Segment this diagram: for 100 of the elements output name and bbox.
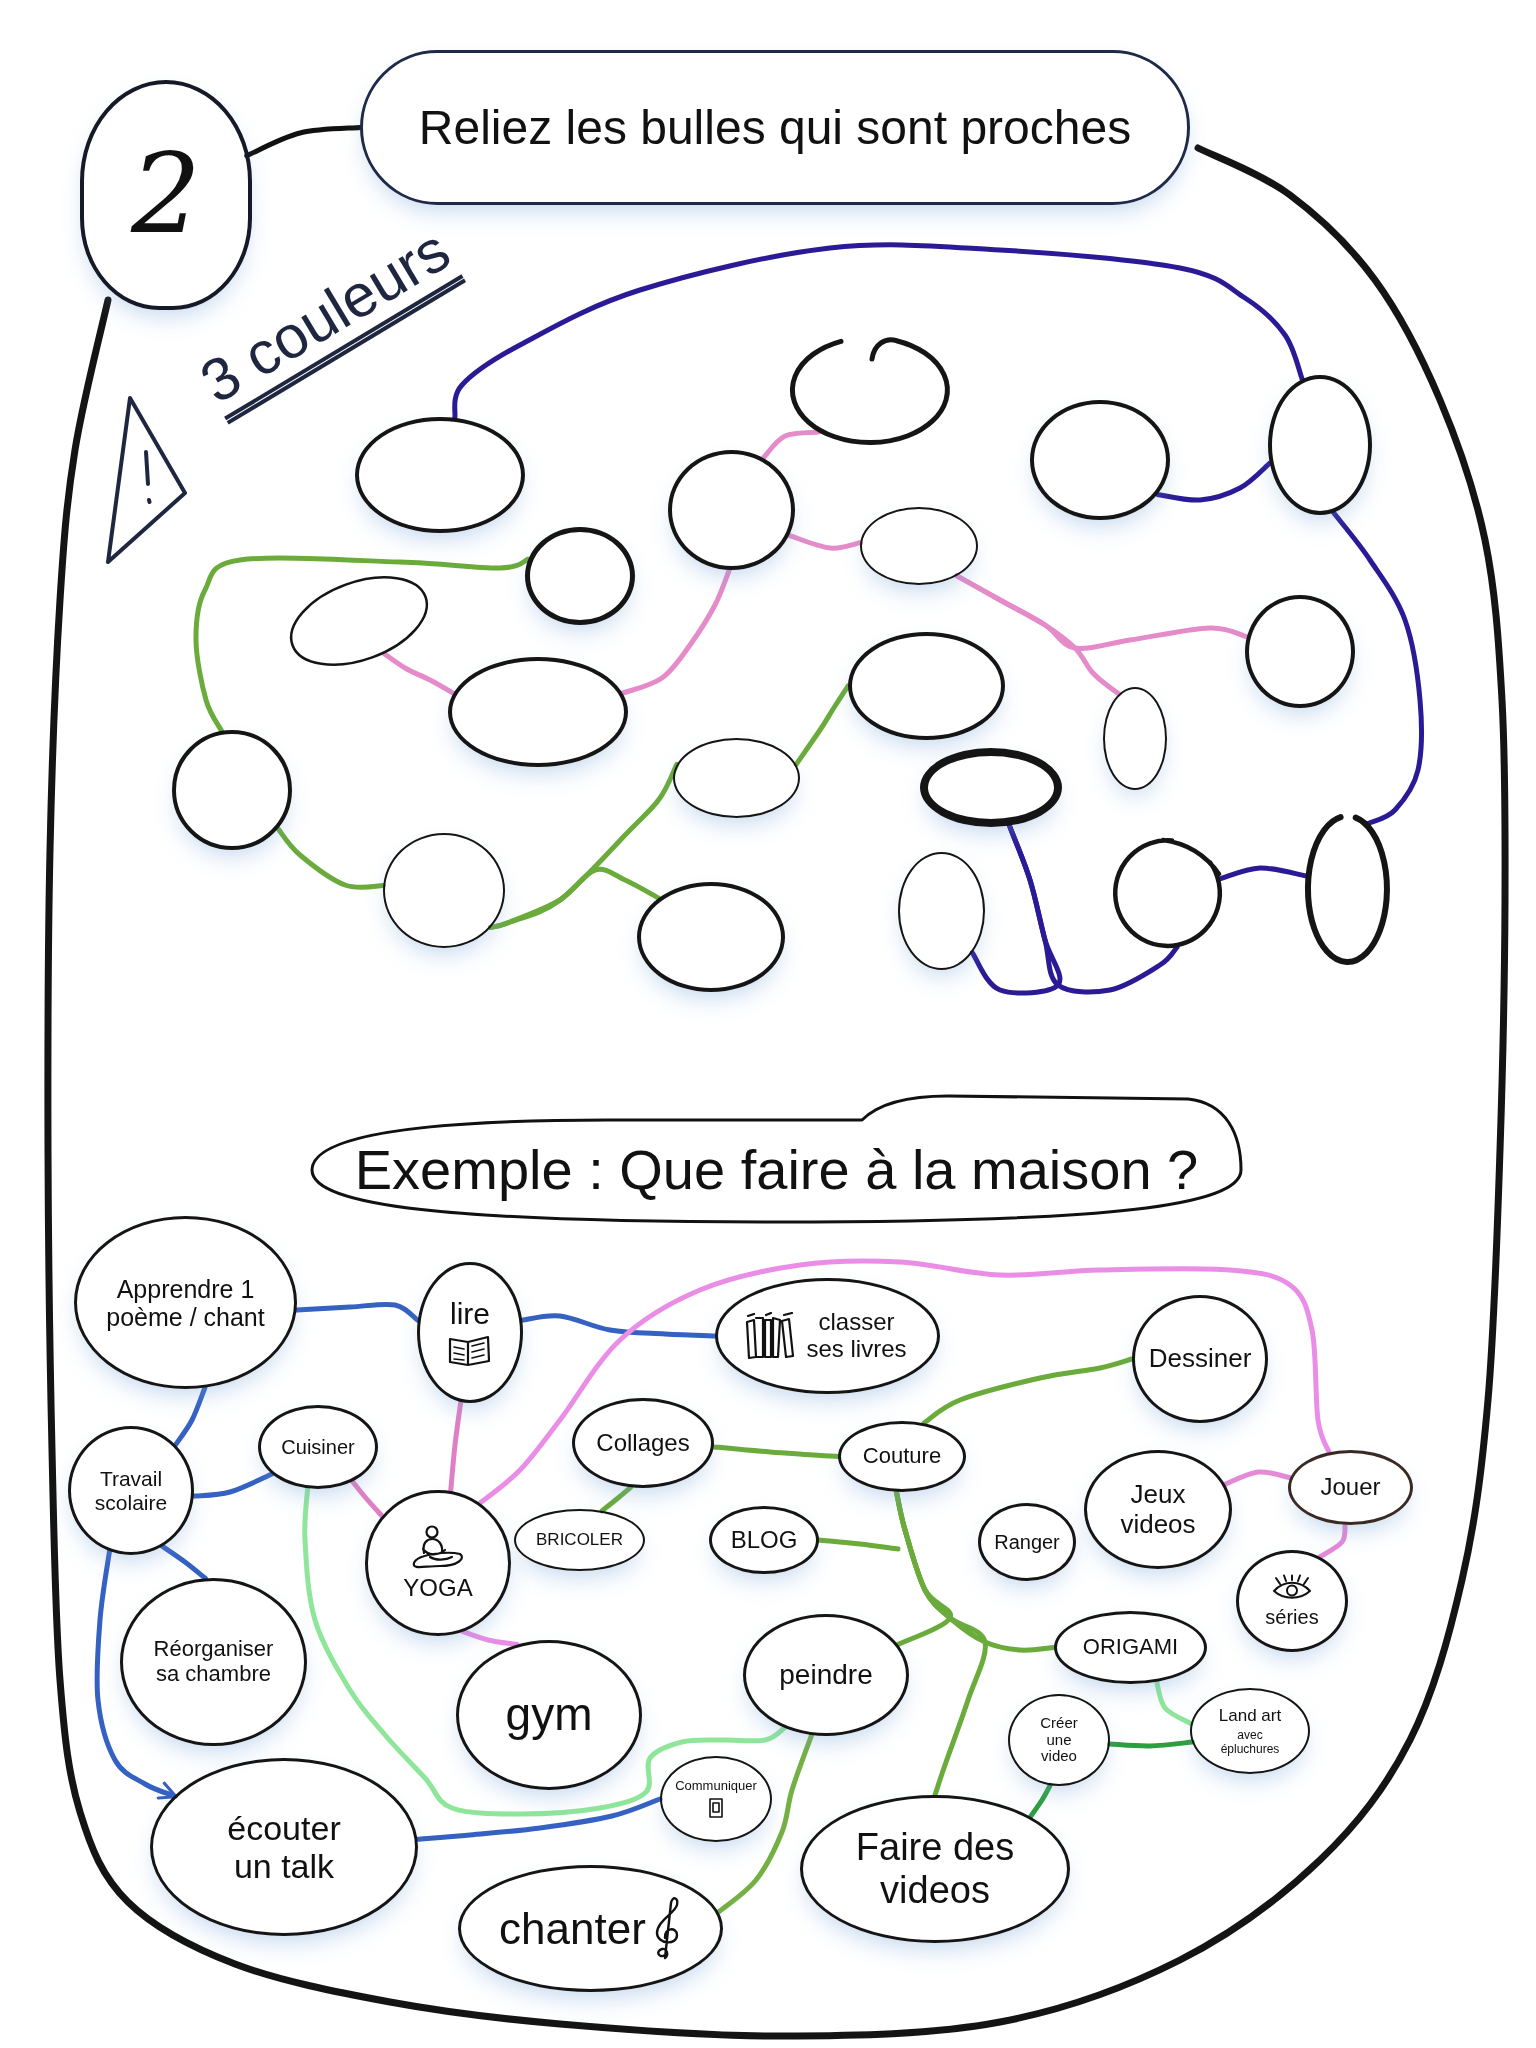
activity-label: Apprendre 1 poème / chant <box>105 1274 266 1331</box>
activity-label: Jouer <box>1320 1474 1381 1501</box>
idea-bubble <box>800 1795 1070 1943</box>
instruction-bubble <box>360 50 1190 205</box>
connector-line <box>786 532 863 551</box>
connector-line <box>1317 1522 1348 1560</box>
activity-label: Ranger <box>994 1530 1060 1554</box>
connector-line <box>275 826 386 890</box>
connector-line <box>1154 1679 1194 1726</box>
empty-bubble <box>1245 595 1355 708</box>
activity-label: séries <box>1265 1605 1319 1629</box>
connector-line <box>816 1537 901 1552</box>
arrow <box>94 1548 178 1800</box>
idea-bubble <box>709 1506 819 1574</box>
connector-line <box>1154 460 1273 503</box>
connector-line <box>1028 1782 1053 1820</box>
connector-line <box>488 866 662 930</box>
activity-label: BLOG <box>730 1526 798 1554</box>
connector-line <box>191 1471 275 1499</box>
activity-label: avec épluchures <box>1219 1729 1281 1756</box>
empty-bubble <box>1030 400 1170 520</box>
instruction-text: Reliez les bulles qui sont proches <box>418 100 1132 155</box>
empty-bubble <box>525 527 635 625</box>
empty-bubble <box>1103 687 1167 790</box>
connector-line <box>1107 1739 1195 1749</box>
connector-line <box>599 1484 634 1514</box>
empty-bubble <box>637 882 785 992</box>
connector-line <box>1222 1469 1293 1487</box>
idea-bubble <box>660 1756 772 1842</box>
connector-line <box>477 1258 1332 1506</box>
idea-bubble <box>456 1640 642 1790</box>
activity-label: BRICOLER <box>536 1530 623 1550</box>
activity-label: Faire des videos <box>854 1826 1016 1912</box>
empty-bubble <box>289 575 429 667</box>
connector-line <box>793 683 851 767</box>
connector-line <box>294 1301 421 1323</box>
connector-line <box>415 1796 663 1842</box>
activity-label: YOGA <box>403 1574 473 1602</box>
empty-bubble <box>172 730 292 850</box>
idea-bubble <box>1084 1450 1232 1569</box>
idea-bubble <box>417 1262 523 1403</box>
empty-bubble <box>860 507 978 585</box>
connector-line <box>620 567 732 696</box>
idea-bubble <box>1008 1694 1110 1786</box>
connector-line <box>760 429 822 461</box>
connector-line <box>921 1356 1135 1426</box>
empty-bubble <box>383 833 505 948</box>
activity-label: Land art <box>1218 1706 1282 1726</box>
step-number: 2 <box>131 133 201 257</box>
idea-bubble <box>74 1216 297 1389</box>
empty-bubble <box>898 852 985 970</box>
idea-bubble <box>365 1490 511 1636</box>
activity-label: écouter un talk <box>226 1808 342 1886</box>
idea-bubble <box>150 1758 418 1936</box>
connector-line <box>519 1313 718 1339</box>
connector-line <box>1331 510 1424 826</box>
empty-bubble <box>448 657 628 767</box>
idea-bubble <box>743 1614 909 1736</box>
idea-bubble <box>1190 1688 1310 1774</box>
empty-bubble <box>920 748 1062 827</box>
connector-line <box>893 1489 1057 1653</box>
idea-bubble <box>1288 1450 1413 1525</box>
activity-label: chanter <box>499 1903 646 1954</box>
connector-line <box>716 1732 815 1915</box>
activity-label: lire <box>450 1296 490 1331</box>
empty-bubble <box>668 450 795 570</box>
idea-bubble <box>514 1509 645 1571</box>
connector-line <box>349 1478 385 1519</box>
idea-bubble <box>715 1278 940 1394</box>
empty-bubble <box>673 738 800 818</box>
empty-bubble <box>790 335 950 445</box>
activity-label: Couture <box>862 1444 942 1469</box>
connector-line <box>448 1399 464 1494</box>
idea-bubble <box>1132 1295 1268 1423</box>
activity-label: Créer une video <box>1039 1714 1079 1766</box>
activity-label: gym <box>505 1689 593 1741</box>
activity-label: ORIGAMI <box>1082 1635 1179 1660</box>
empty-bubble <box>1113 838 1222 948</box>
connector-line <box>711 1444 841 1459</box>
activity-label: peindre <box>779 1659 873 1691</box>
idea-bubble <box>258 1405 378 1489</box>
connector-line <box>1217 865 1309 882</box>
activity-label: Communiquer <box>675 1778 757 1794</box>
activity-label: Collages <box>596 1429 690 1457</box>
empty-bubble <box>355 417 525 533</box>
connector-line <box>160 1543 208 1581</box>
empty-bubble <box>1268 375 1372 515</box>
connector-line <box>1006 823 1180 995</box>
activity-label: Jeux videos <box>1119 1480 1197 1539</box>
connector-line <box>173 1385 208 1448</box>
idea-bubble <box>68 1426 194 1555</box>
example-heading: Exemple : Que faire à la maison ? <box>354 1138 1199 1202</box>
idea-bubble <box>838 1421 966 1492</box>
empty-bubble <box>1305 813 1390 965</box>
idea-bubble <box>978 1503 1076 1581</box>
connector-line <box>460 1629 520 1647</box>
connector-line <box>244 125 363 159</box>
empty-bubble <box>848 632 1005 740</box>
idea-bubble <box>1054 1611 1207 1684</box>
connector-line <box>452 242 1305 421</box>
